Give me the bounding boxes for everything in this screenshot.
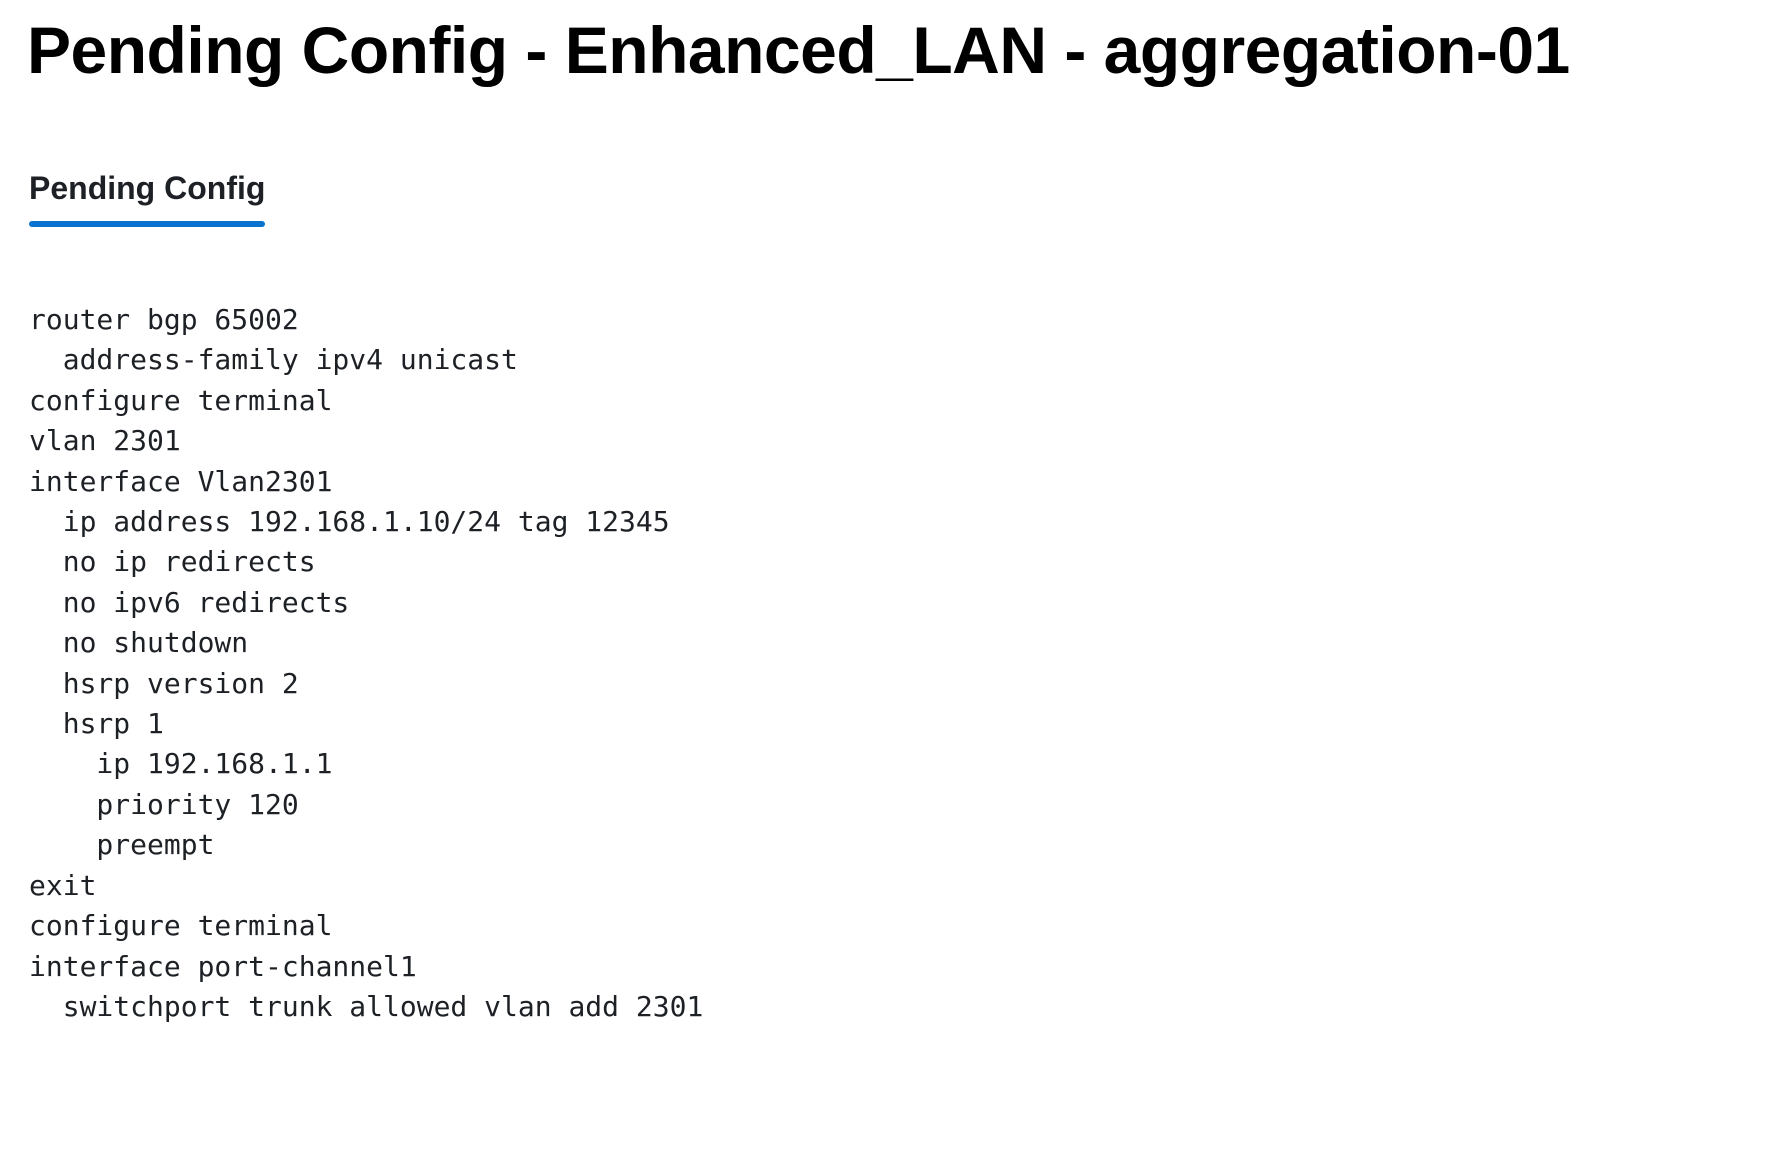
config-line: switchport trunk allowed vlan add 2301 xyxy=(29,989,704,1023)
config-line: preempt xyxy=(29,828,215,862)
page-title: Pending Config - Enhanced_LAN - aggregat… xyxy=(27,13,1570,87)
config-line: exit xyxy=(29,868,97,902)
config-line: no ip redirects xyxy=(29,545,316,579)
config-line: configure terminal xyxy=(29,909,333,943)
tab-pending-config[interactable]: Pending Config xyxy=(29,166,266,227)
config-line: interface Vlan2301 xyxy=(29,464,333,498)
config-line: vlan 2301 xyxy=(29,424,181,458)
config-line: address-family ipv4 unicast xyxy=(29,343,518,377)
config-line: ip 192.168.1.1 xyxy=(29,747,333,781)
config-line: router bgp 65002 xyxy=(29,303,299,336)
config-line: interface port-channel1 xyxy=(29,949,417,983)
tab-bar: Pending Config xyxy=(29,166,266,227)
pending-config-text: router bgp 65002 address-family ipv4 uni… xyxy=(29,300,703,1027)
config-line: ip address 192.168.1.10/24 tag 12345 xyxy=(29,505,670,539)
config-line: hsrp 1 xyxy=(29,707,164,741)
config-line: no shutdown xyxy=(29,626,249,660)
config-line: priority 120 xyxy=(29,787,299,821)
config-line: configure terminal xyxy=(29,383,333,417)
config-line: no ipv6 redirects xyxy=(29,585,350,619)
config-line: hsrp version 2 xyxy=(29,666,299,700)
